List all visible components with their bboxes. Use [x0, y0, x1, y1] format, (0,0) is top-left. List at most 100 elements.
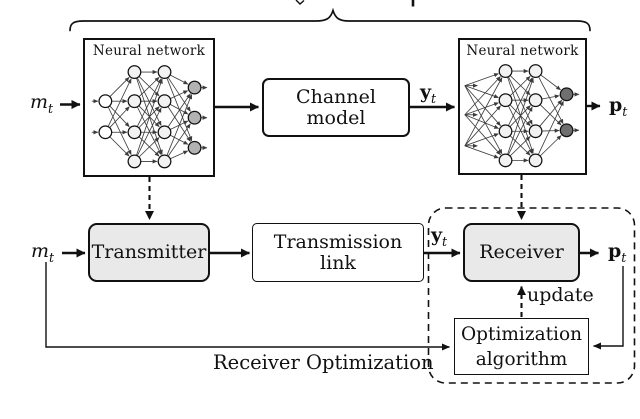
nn-edge	[464, 145, 499, 159]
nn-node	[127, 94, 142, 109]
nn-edge	[539, 135, 562, 157]
nn-edge	[138, 76, 160, 98]
receiver-label: Receiver	[479, 241, 564, 264]
nn-node	[127, 154, 142, 169]
nn-node	[157, 65, 172, 79]
nn-node	[187, 140, 202, 155]
optimization-label-line2: algorithm	[475, 348, 568, 370]
nn-edge	[169, 74, 189, 85]
nn-edge	[136, 107, 162, 156]
nn-edge	[107, 106, 132, 156]
nn-edge	[541, 128, 560, 133]
nn-node	[187, 110, 202, 125]
channel-model-box: Channel model	[262, 78, 410, 137]
nn-node	[559, 87, 574, 102]
nn-node	[498, 124, 513, 139]
nn-edge	[507, 106, 533, 155]
transmitter-label: Transmitter	[91, 241, 207, 264]
nn-node	[528, 93, 543, 108]
pt-label-bottom: pt	[608, 240, 627, 265]
nn-edge	[464, 85, 499, 99]
feedback-pt-to-optimizer	[593, 266, 624, 350]
nn-edge	[170, 90, 189, 99]
nn-edge	[464, 102, 499, 116]
nn-edge	[464, 105, 501, 147]
mt-label-bottom: mt	[31, 240, 55, 265]
update-label: update	[527, 284, 594, 306]
nn-edge	[509, 136, 531, 157]
nn-node	[498, 93, 513, 108]
nn-edge	[109, 105, 130, 128]
mt-label-top: mt	[30, 91, 54, 116]
nn-edge	[509, 75, 531, 96]
nn-edge	[541, 94, 560, 100]
nn-edge	[509, 135, 531, 156]
nn-edge	[464, 73, 499, 87]
nn-edge	[539, 104, 562, 126]
nn-edge	[167, 123, 191, 157]
nn-edge	[138, 136, 160, 157]
receiver-box: Receiver	[463, 223, 580, 282]
top-brace	[69, 7, 591, 32]
nn-node	[559, 123, 574, 138]
nn-edge	[167, 106, 191, 142]
yt-label-bottom: yt	[431, 224, 448, 249]
nn-edge	[507, 76, 533, 125]
nn-node	[127, 125, 142, 140]
nn-edge	[537, 100, 564, 155]
left-neural-network-box: Neural network	[83, 38, 215, 177]
nn-edge	[107, 78, 132, 127]
nn-node	[528, 124, 543, 139]
nn-node	[98, 125, 113, 140]
nn-node	[127, 65, 142, 79]
yt-label-top: yt	[420, 81, 437, 106]
nn-edge	[539, 99, 563, 127]
nn-node	[528, 64, 543, 79]
nn-edge	[138, 76, 160, 97]
nn-edge	[136, 78, 162, 127]
nn-edge	[166, 94, 193, 156]
nn-edge	[464, 114, 499, 129]
nn-edge	[170, 150, 189, 160]
nn-edge	[464, 85, 501, 126]
nn-node	[498, 64, 513, 79]
nn-edge	[136, 78, 163, 156]
nn-edge	[464, 85, 503, 155]
nn-edge	[507, 77, 533, 126]
nn-edge	[167, 93, 191, 128]
nn-edge	[109, 106, 130, 128]
nn-node	[98, 94, 113, 109]
nn-edge	[136, 106, 162, 156]
nn-edge	[538, 76, 564, 125]
cropped-text-fragment-y	[295, 0, 305, 5]
nn-edge	[109, 77, 130, 98]
nn-node	[187, 80, 202, 95]
nn-edge	[464, 76, 501, 116]
pt-label-top: pt	[609, 94, 628, 119]
nn-edge	[109, 136, 130, 157]
nn-edge	[136, 77, 162, 126]
nn-edge	[169, 103, 189, 115]
right-neural-network-box: Neural network	[458, 38, 587, 175]
right-neural-network-graph	[464, 64, 580, 168]
left-neural-network-graph	[91, 65, 208, 169]
nn-edge	[509, 75, 531, 97]
right-nn-title: Neural network	[466, 43, 579, 59]
nn-edge	[464, 77, 503, 147]
optimization-label-line1: Optimization	[461, 323, 582, 345]
channel-model-label: Channel model	[296, 85, 376, 129]
nn-node	[157, 154, 172, 169]
nn-node	[157, 125, 172, 140]
nn-edge	[540, 74, 561, 91]
receiver-optimization-caption: Receiver Optimization	[213, 351, 434, 374]
nn-edge	[464, 114, 501, 156]
nn-node	[498, 153, 513, 168]
nn-node	[157, 94, 172, 109]
transmitter-box: Transmitter	[88, 223, 210, 282]
optimization-algorithm-box: Optimization algorithm	[454, 318, 589, 375]
nn-edge	[138, 105, 160, 128]
nn-edge	[464, 133, 499, 147]
transmission-link-box: Transmission link	[252, 223, 424, 282]
nn-edge	[507, 77, 534, 155]
